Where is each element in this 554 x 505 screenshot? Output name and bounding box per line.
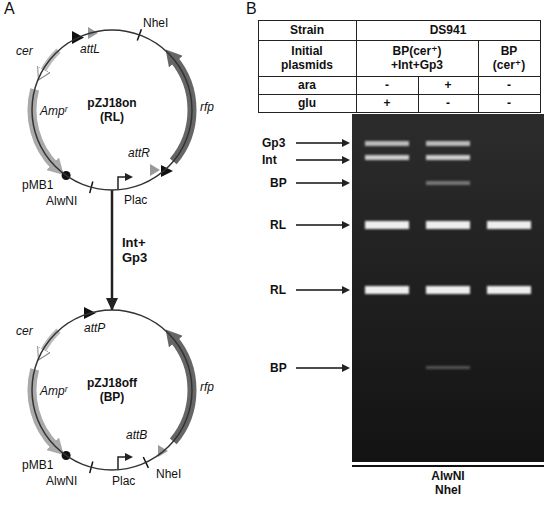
gel-band — [426, 221, 470, 229]
band-pointers — [296, 143, 348, 368]
table-cell: DS941 — [356, 23, 540, 37]
gel-band — [365, 221, 409, 229]
table-border — [259, 21, 541, 113]
table-cell: - — [418, 96, 478, 110]
panel-letter: A — [4, 2, 15, 16]
table-cell: Strain — [258, 23, 356, 37]
pointer-arrow — [296, 182, 348, 184]
table-cell: - — [478, 78, 540, 92]
site-label: AlwNI — [46, 474, 77, 488]
site-label: AlwNI — [46, 194, 77, 208]
table-grid — [258, 20, 541, 113]
gel-bands — [365, 141, 531, 369]
gel-image — [352, 114, 544, 466]
promoter-arrow — [118, 457, 131, 469]
band-label: Int — [262, 153, 277, 167]
table-cell: - — [478, 96, 540, 110]
feature-label: pMB1 — [22, 458, 53, 472]
band-label: RL — [270, 283, 286, 297]
plasmid-features — [32, 27, 192, 193]
feature-label: rfp — [200, 100, 214, 114]
table-rule — [258, 40, 540, 41]
pointer-arrow — [296, 159, 348, 161]
table-rule — [418, 76, 419, 112]
feature-label: Plac — [112, 474, 135, 488]
table-cell: ara — [258, 78, 356, 92]
gel-band — [487, 221, 531, 229]
gel-band — [426, 181, 470, 185]
table-cell: Initial plasmids — [272, 44, 342, 72]
promoter-arrow — [118, 177, 131, 189]
table-cell: + — [356, 96, 418, 110]
feature-label: Ampʳ — [40, 384, 67, 398]
gel-band — [426, 286, 470, 294]
plasmid-backbone — [32, 30, 192, 190]
gel-band — [365, 141, 409, 146]
band-label: BP — [270, 361, 287, 375]
plasmid-backbone — [32, 310, 192, 470]
site-label: NheI — [156, 467, 181, 481]
band-label: Gp3 — [262, 136, 285, 150]
enzyme-label: AlwNI NheI — [420, 469, 476, 497]
plasmid-name: pZJ18off (BP) — [77, 376, 147, 404]
plasmid-features — [32, 307, 192, 473]
amp-gene — [32, 89, 55, 166]
reaction-arrow — [111, 190, 114, 310]
gel-band — [426, 141, 470, 146]
table-cell: glu — [258, 96, 356, 110]
table-cell: BP (cer⁺) — [484, 44, 534, 72]
feature-label: attB — [126, 428, 147, 442]
feature-label: Ampʳ — [40, 104, 67, 118]
feature-label: attR — [128, 146, 150, 160]
panel-letter: B — [246, 2, 257, 16]
table-rule — [258, 76, 540, 77]
gel-band — [487, 286, 531, 294]
table-rule — [478, 40, 479, 112]
feature-label: cer — [16, 44, 33, 58]
pointer-arrow — [296, 142, 348, 144]
table-cell: BP(cer⁺) +Int+Gp3 — [382, 44, 452, 72]
feature-label: pMB1 — [22, 178, 53, 192]
table-rule — [258, 94, 540, 95]
feature-label: attL — [80, 42, 100, 56]
pointer-arrow — [296, 224, 348, 226]
band-label: RL — [270, 218, 286, 232]
feature-label: Plac — [124, 193, 147, 207]
table-cell: - — [356, 78, 418, 92]
pointer-arrow — [296, 367, 348, 369]
edge-label: Int+ Gp3 — [120, 235, 162, 265]
feature-label: attP — [84, 321, 105, 335]
plasmid-name: pZJ18on (RL) — [77, 96, 147, 124]
gel-band — [365, 286, 409, 294]
feature-label: cer — [16, 324, 33, 338]
amp-gene — [32, 369, 55, 446]
gel-underline — [352, 465, 544, 467]
site-label: NheI — [143, 16, 168, 30]
table-rule — [356, 20, 357, 112]
pointer-arrow — [296, 289, 348, 291]
gel-background — [352, 114, 544, 462]
feature-label: rfp — [200, 380, 214, 394]
table-cell: + — [418, 78, 478, 92]
gel-band — [426, 366, 470, 369]
gel-band — [426, 155, 470, 160]
gel-band — [365, 155, 409, 160]
band-label: BP — [270, 176, 287, 190]
